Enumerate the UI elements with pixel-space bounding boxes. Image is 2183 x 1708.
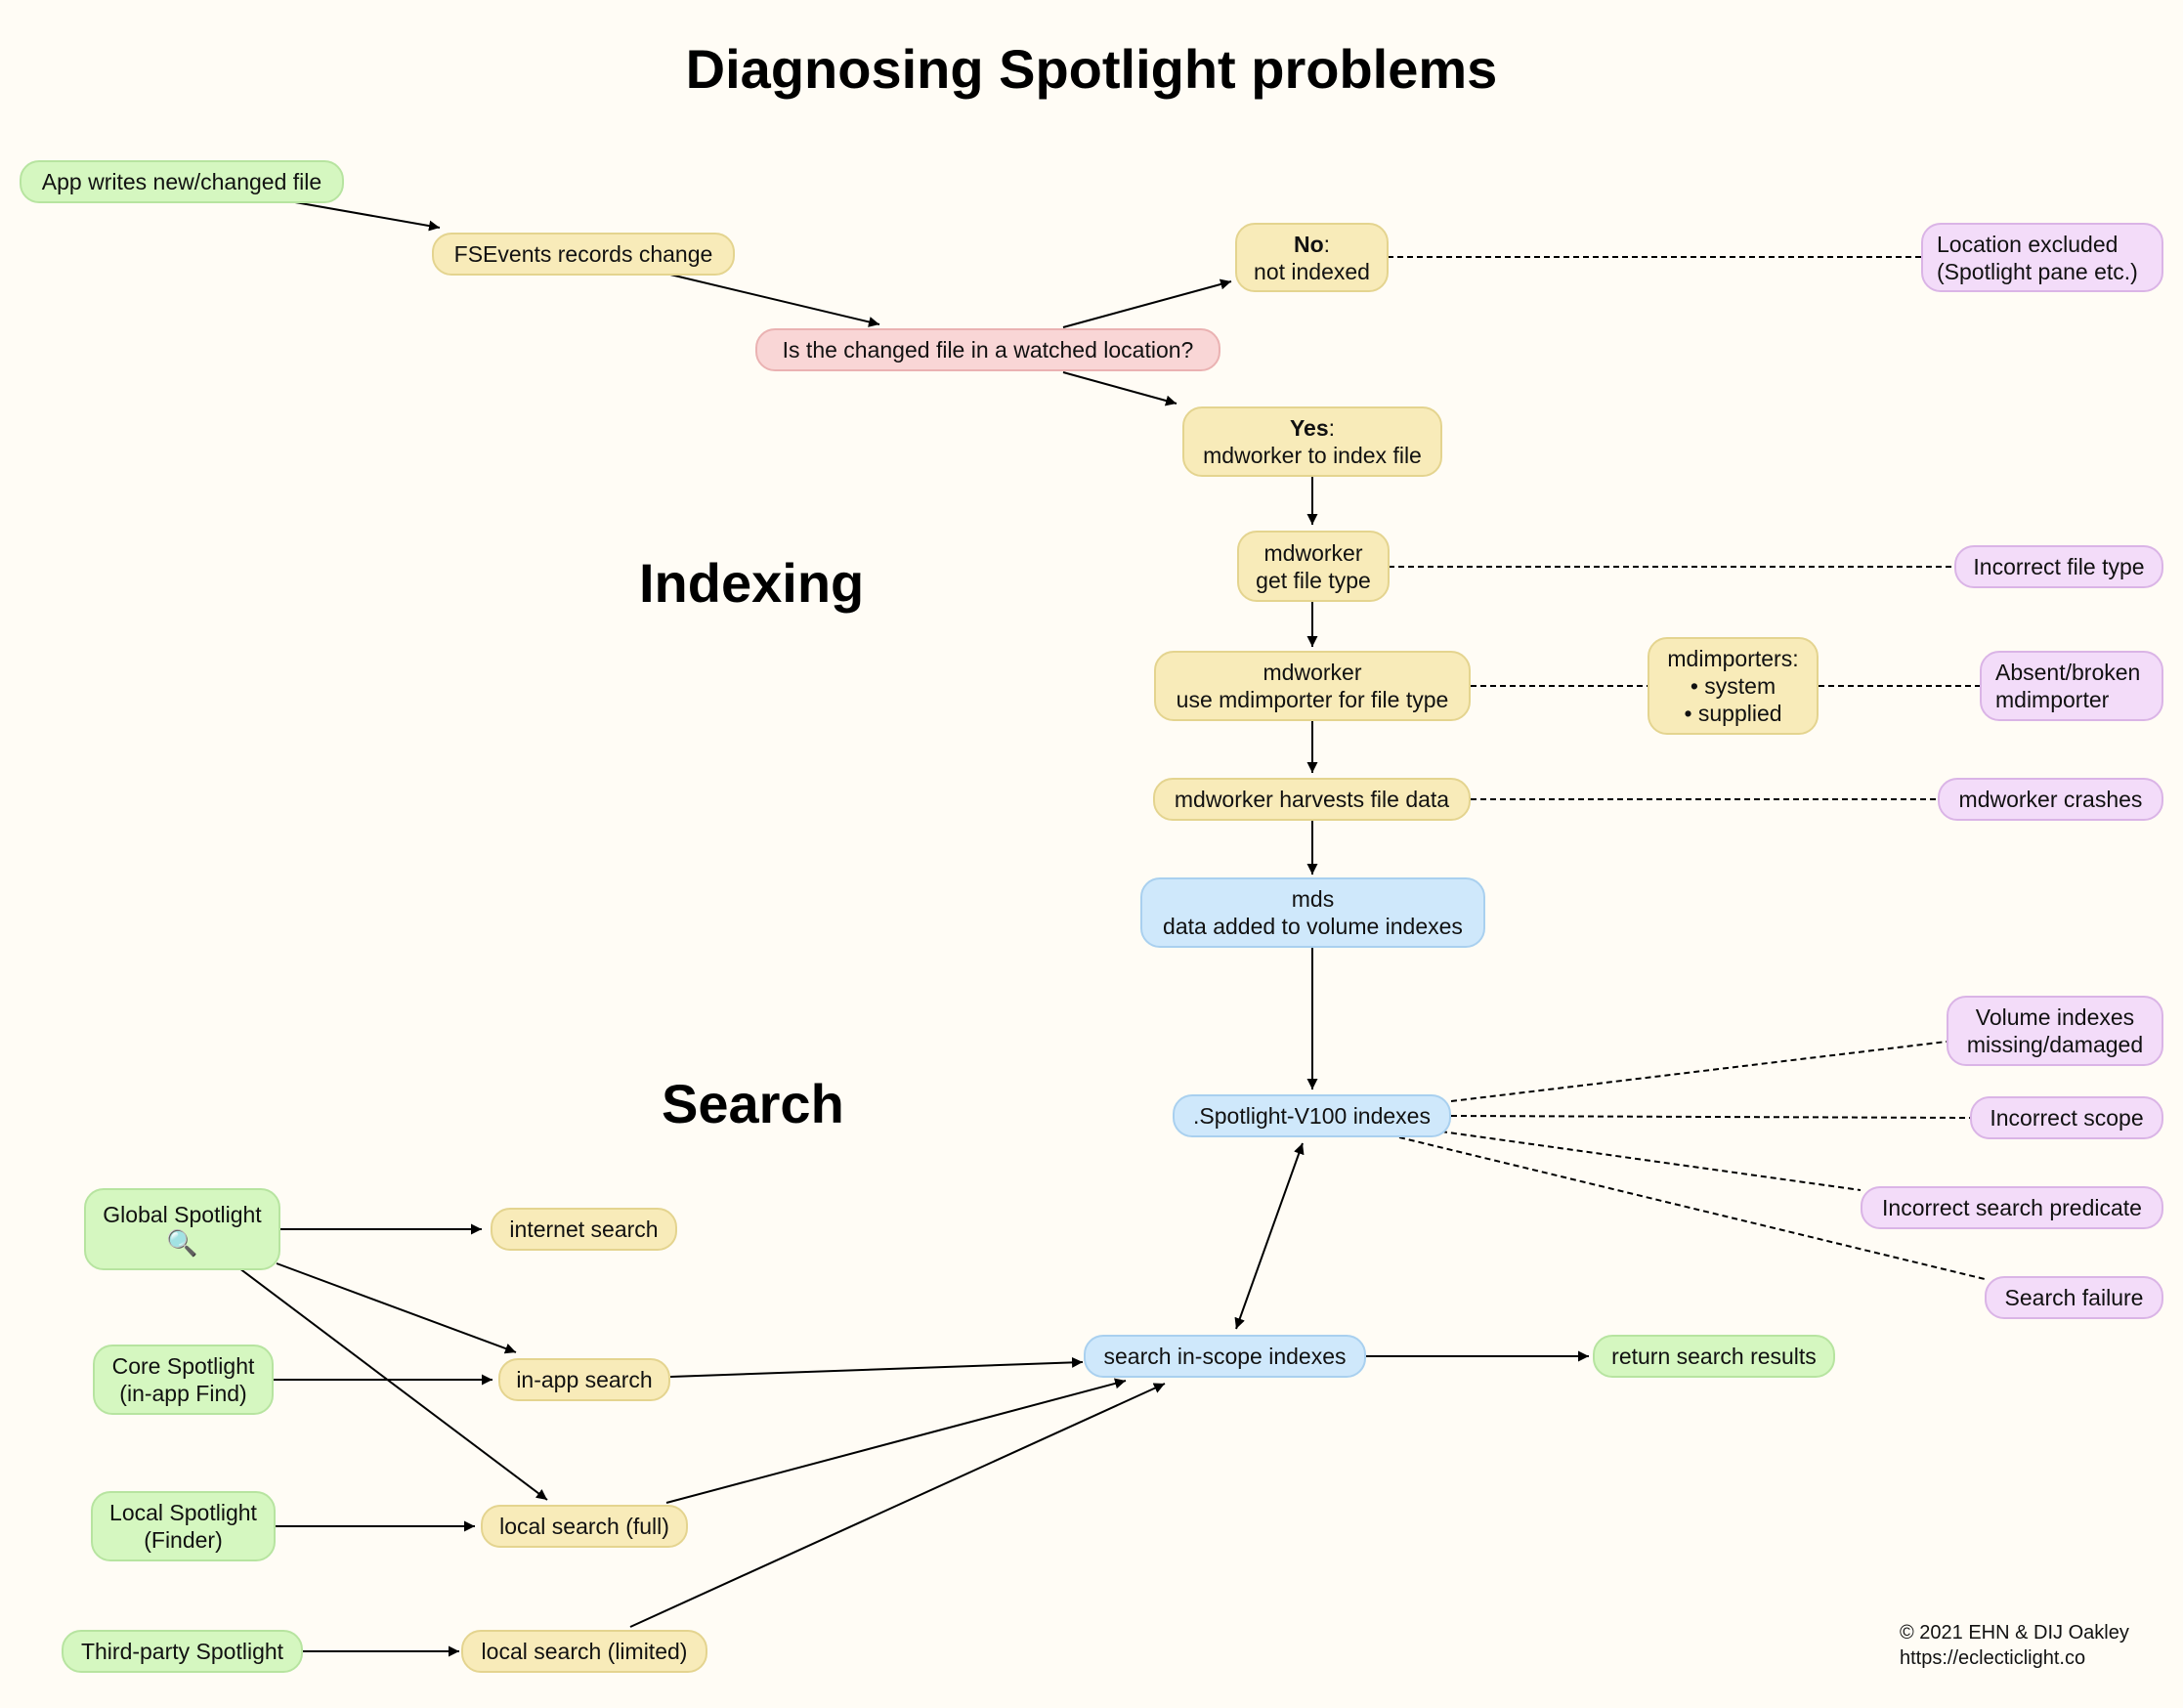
node-volume-missing: Volume indexes missing/damaged <box>1947 996 2163 1066</box>
edge-global-to-inapp <box>276 1262 517 1354</box>
node-mdworker-crashes: mdworker crashes <box>1938 778 2163 821</box>
node-mdimporters-line2: • system <box>1690 673 1776 699</box>
magnifier-icon: 🔍 <box>166 1228 198 1258</box>
node-location-excluded-line1: Location excluded <box>1937 231 2119 257</box>
node-spotlight-v100: .Spotlight-V100 indexes <box>1173 1094 1451 1137</box>
credit: © 2021 EHN & DIJ Oakley https://eclectic… <box>1900 1620 2129 1671</box>
node-return-results: return search results <box>1593 1335 1835 1378</box>
section-heading-search: Search <box>662 1073 844 1134</box>
node-in-app-search-label: in-app search <box>516 1367 653 1392</box>
node-incorrect-scope: Incorrect scope <box>1970 1096 2163 1139</box>
edge-v100-search-bidirectional <box>1234 1142 1305 1330</box>
node-use-mdimporter: mdworker use mdimporter for file type <box>1154 651 1471 721</box>
node-incorrect-file-type: Incorrect file type <box>1954 545 2163 588</box>
edge-locallimited-to-search <box>629 1383 1166 1628</box>
node-local-spotlight: Local Spotlight (Finder) <box>91 1491 276 1561</box>
node-local-search-full: local search (full) <box>481 1505 688 1548</box>
node-local-spotlight-line1: Local Spotlight <box>109 1500 257 1525</box>
node-core-spotlight: Core Spotlight (in-app Find) <box>93 1345 274 1415</box>
dashed-v100-to-volumemissing <box>1450 1041 1948 1102</box>
node-global-spotlight: Global Spotlight 🔍 <box>84 1188 280 1270</box>
node-incorrect-scope-label: Incorrect scope <box>1990 1105 2144 1131</box>
node-use-mdimporter-line2: use mdimporter for file type <box>1176 687 1449 712</box>
node-search-failure: Search failure <box>1985 1276 2163 1319</box>
edge-question-to-no <box>1062 278 1232 328</box>
node-internet-search: internet search <box>491 1208 677 1251</box>
node-fsevents: FSEvents records change <box>432 233 735 276</box>
node-return-results-label: return search results <box>1611 1344 1817 1369</box>
node-in-app-search: in-app search <box>498 1358 670 1401</box>
node-search-indexes-label: search in-scope indexes <box>1103 1344 1347 1369</box>
node-harvests: mdworker harvests file data <box>1153 778 1471 821</box>
section-heading-indexing: Indexing <box>639 552 865 614</box>
node-use-mdimporter-line1: mdworker <box>1263 660 1362 685</box>
node-mds-line2: data added to volume indexes <box>1163 914 1463 939</box>
node-not-indexed-text: not indexed <box>1254 258 1370 284</box>
node-incorrect-predicate-label: Incorrect search predicate <box>1882 1195 2142 1220</box>
node-mds: mds data added to volume indexes <box>1140 877 1485 948</box>
node-core-spotlight-line2: (in-app Find) <box>119 1381 247 1406</box>
edge-global-to-localfull <box>238 1267 548 1501</box>
node-core-spotlight-line1: Core Spotlight <box>111 1353 255 1379</box>
credit-url: https://eclecticlight.co <box>1900 1647 2086 1669</box>
node-get-file-type-line1: mdworker <box>1263 539 1363 566</box>
edge-question-to-yes <box>1062 371 1177 406</box>
node-local-search-full-label: local search (full) <box>499 1514 669 1539</box>
node-yes-index-text: mdworker to index file <box>1203 443 1422 468</box>
node-get-file-type: mdworker get file type <box>1237 531 1390 602</box>
node-fsevents-label: FSEvents records change <box>453 241 713 267</box>
node-app-writes: App writes new/changed file <box>20 160 344 203</box>
edge-inapp-to-search <box>669 1356 1084 1378</box>
node-global-spotlight-label: Global Spotlight <box>103 1202 262 1227</box>
node-local-search-limited: local search (limited) <box>461 1630 707 1673</box>
node-absent-mdimporter-line1: Absent/broken <box>1995 660 2141 685</box>
node-watched-question-label: Is the changed file in a watched locatio… <box>782 337 1194 363</box>
edge-localfull-to-search <box>665 1378 1127 1504</box>
node-spotlight-v100-label: .Spotlight-V100 indexes <box>1193 1103 1431 1129</box>
node-search-failure-label: Search failure <box>2004 1285 2144 1310</box>
node-search-indexes: search in-scope indexes <box>1084 1335 1366 1378</box>
dashed-v100-to-incorrectpredicate <box>1440 1131 1862 1191</box>
node-harvests-label: mdworker harvests file data <box>1174 787 1450 812</box>
node-not-indexed-answer: No <box>1293 231 1324 257</box>
node-incorrect-predicate: Incorrect search predicate <box>1861 1186 2163 1229</box>
node-yes-index: Yes: mdworker to index file <box>1182 406 1442 477</box>
node-incorrect-file-type-label: Incorrect file type <box>1973 554 2145 579</box>
diagram-title: Diagnosing Spotlight problems <box>685 38 1498 100</box>
node-volume-missing-line1: Volume indexes <box>1975 1004 2135 1030</box>
node-mdimporters-line1: mdimporters: <box>1667 646 1799 671</box>
credit-copyright: © 2021 EHN & DIJ Oakley <box>1900 1622 2129 1644</box>
node-location-excluded: Location excluded (Spotlight pane etc.) <box>1921 223 2163 292</box>
node-absent-mdimporter: Absent/broken mdimporter <box>1980 651 2163 721</box>
edge-fsevents-to-question <box>669 274 880 327</box>
dashed-v100-to-searchfailure <box>1398 1136 1986 1280</box>
node-mds-line1: mds <box>1291 886 1335 912</box>
node-internet-search-label: internet search <box>509 1217 659 1242</box>
dashed-v100-to-incorrectscope <box>1450 1115 1971 1119</box>
node-third-party-spotlight: Third-party Spotlight <box>62 1630 303 1673</box>
node-mdimporters: mdimporters: • system • supplied <box>1648 637 1819 735</box>
node-mdimporters-line3: • supplied <box>1684 701 1782 726</box>
node-mdworker-crashes-label: mdworker crashes <box>1958 787 2143 812</box>
node-yes-index-answer: Yes <box>1289 415 1329 441</box>
node-location-excluded-line2: (Spotlight pane etc.) <box>1937 258 2138 284</box>
node-not-indexed: No: not indexed <box>1235 223 1389 292</box>
edge-app-to-fsevents <box>294 201 441 232</box>
node-volume-missing-line2: missing/damaged <box>1966 1032 2144 1057</box>
node-watched-question: Is the changed file in a watched locatio… <box>755 328 1220 371</box>
node-absent-mdimporter-line2: mdimporter <box>1995 687 2110 712</box>
node-third-party-spotlight-label: Third-party Spotlight <box>80 1639 284 1664</box>
node-get-file-type-line2: get file type <box>1256 567 1371 593</box>
node-app-writes-label: App writes new/changed file <box>41 169 322 194</box>
node-local-spotlight-line2: (Finder) <box>144 1527 223 1553</box>
node-local-search-limited-label: local search (limited) <box>481 1639 688 1664</box>
